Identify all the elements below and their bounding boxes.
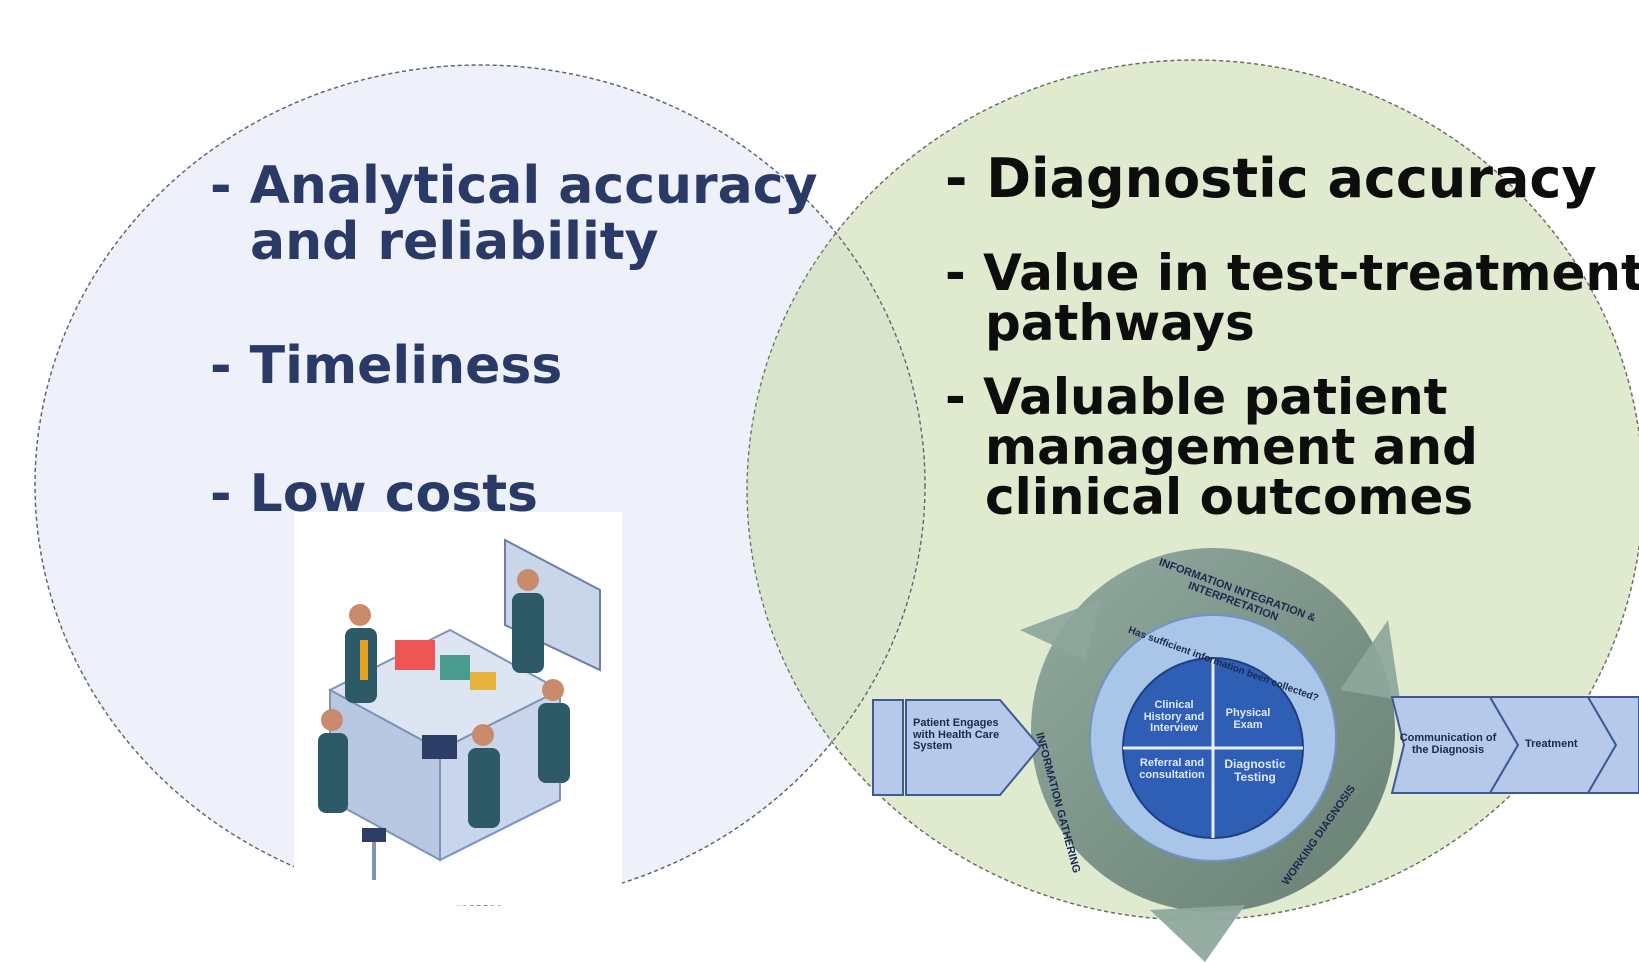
right-item-2: - Value in test-treatment pathways	[945, 248, 1639, 348]
left-item-1-line-1: - Analytical accuracy	[210, 156, 818, 216]
right-item-1-line-1: - Diagnostic accuracy	[945, 147, 1597, 210]
left-item-1: - Analytical accuracy and reliability	[210, 160, 818, 268]
right-item-1: - Diagnostic accuracy	[945, 152, 1597, 206]
exit-arrow-treatment: Treatment	[1525, 738, 1578, 750]
laboratory-team-illustration	[294, 512, 622, 905]
exit-arrow-communication: Communication of the Diagnosis	[1399, 732, 1497, 756]
diagnostic-process-graphic	[872, 548, 1639, 962]
entry-arrow-label: Patient Engages with Health Care System	[913, 717, 1000, 753]
left-item-1-line-2: and reliability	[250, 212, 659, 272]
quadrant-exam: Physical Exam	[1225, 707, 1271, 731]
left-item-3: - Low costs	[210, 468, 538, 520]
quadrant-history: Clinical History and Interview	[1143, 699, 1205, 735]
right-item-3-line-1: - Valuable patient	[945, 368, 1448, 426]
right-item-3-line-3: clinical outcomes	[985, 468, 1474, 526]
left-item-2-line-1: - Timeliness	[210, 336, 563, 396]
quadrant-referral: Referral and consultation	[1139, 757, 1205, 781]
left-item-2: - Timeliness	[210, 340, 562, 392]
left-item-3-line-1: - Low costs	[210, 464, 538, 524]
right-item-2-line-2: pathways	[985, 294, 1255, 352]
right-item-3: - Valuable patient management and clinic…	[945, 372, 1478, 522]
right-item-3-line-2: management and	[985, 418, 1478, 476]
right-item-2-line-1: - Value in test-treatment	[945, 244, 1639, 302]
quadrant-testing: Diagnostic Testing	[1224, 757, 1286, 784]
